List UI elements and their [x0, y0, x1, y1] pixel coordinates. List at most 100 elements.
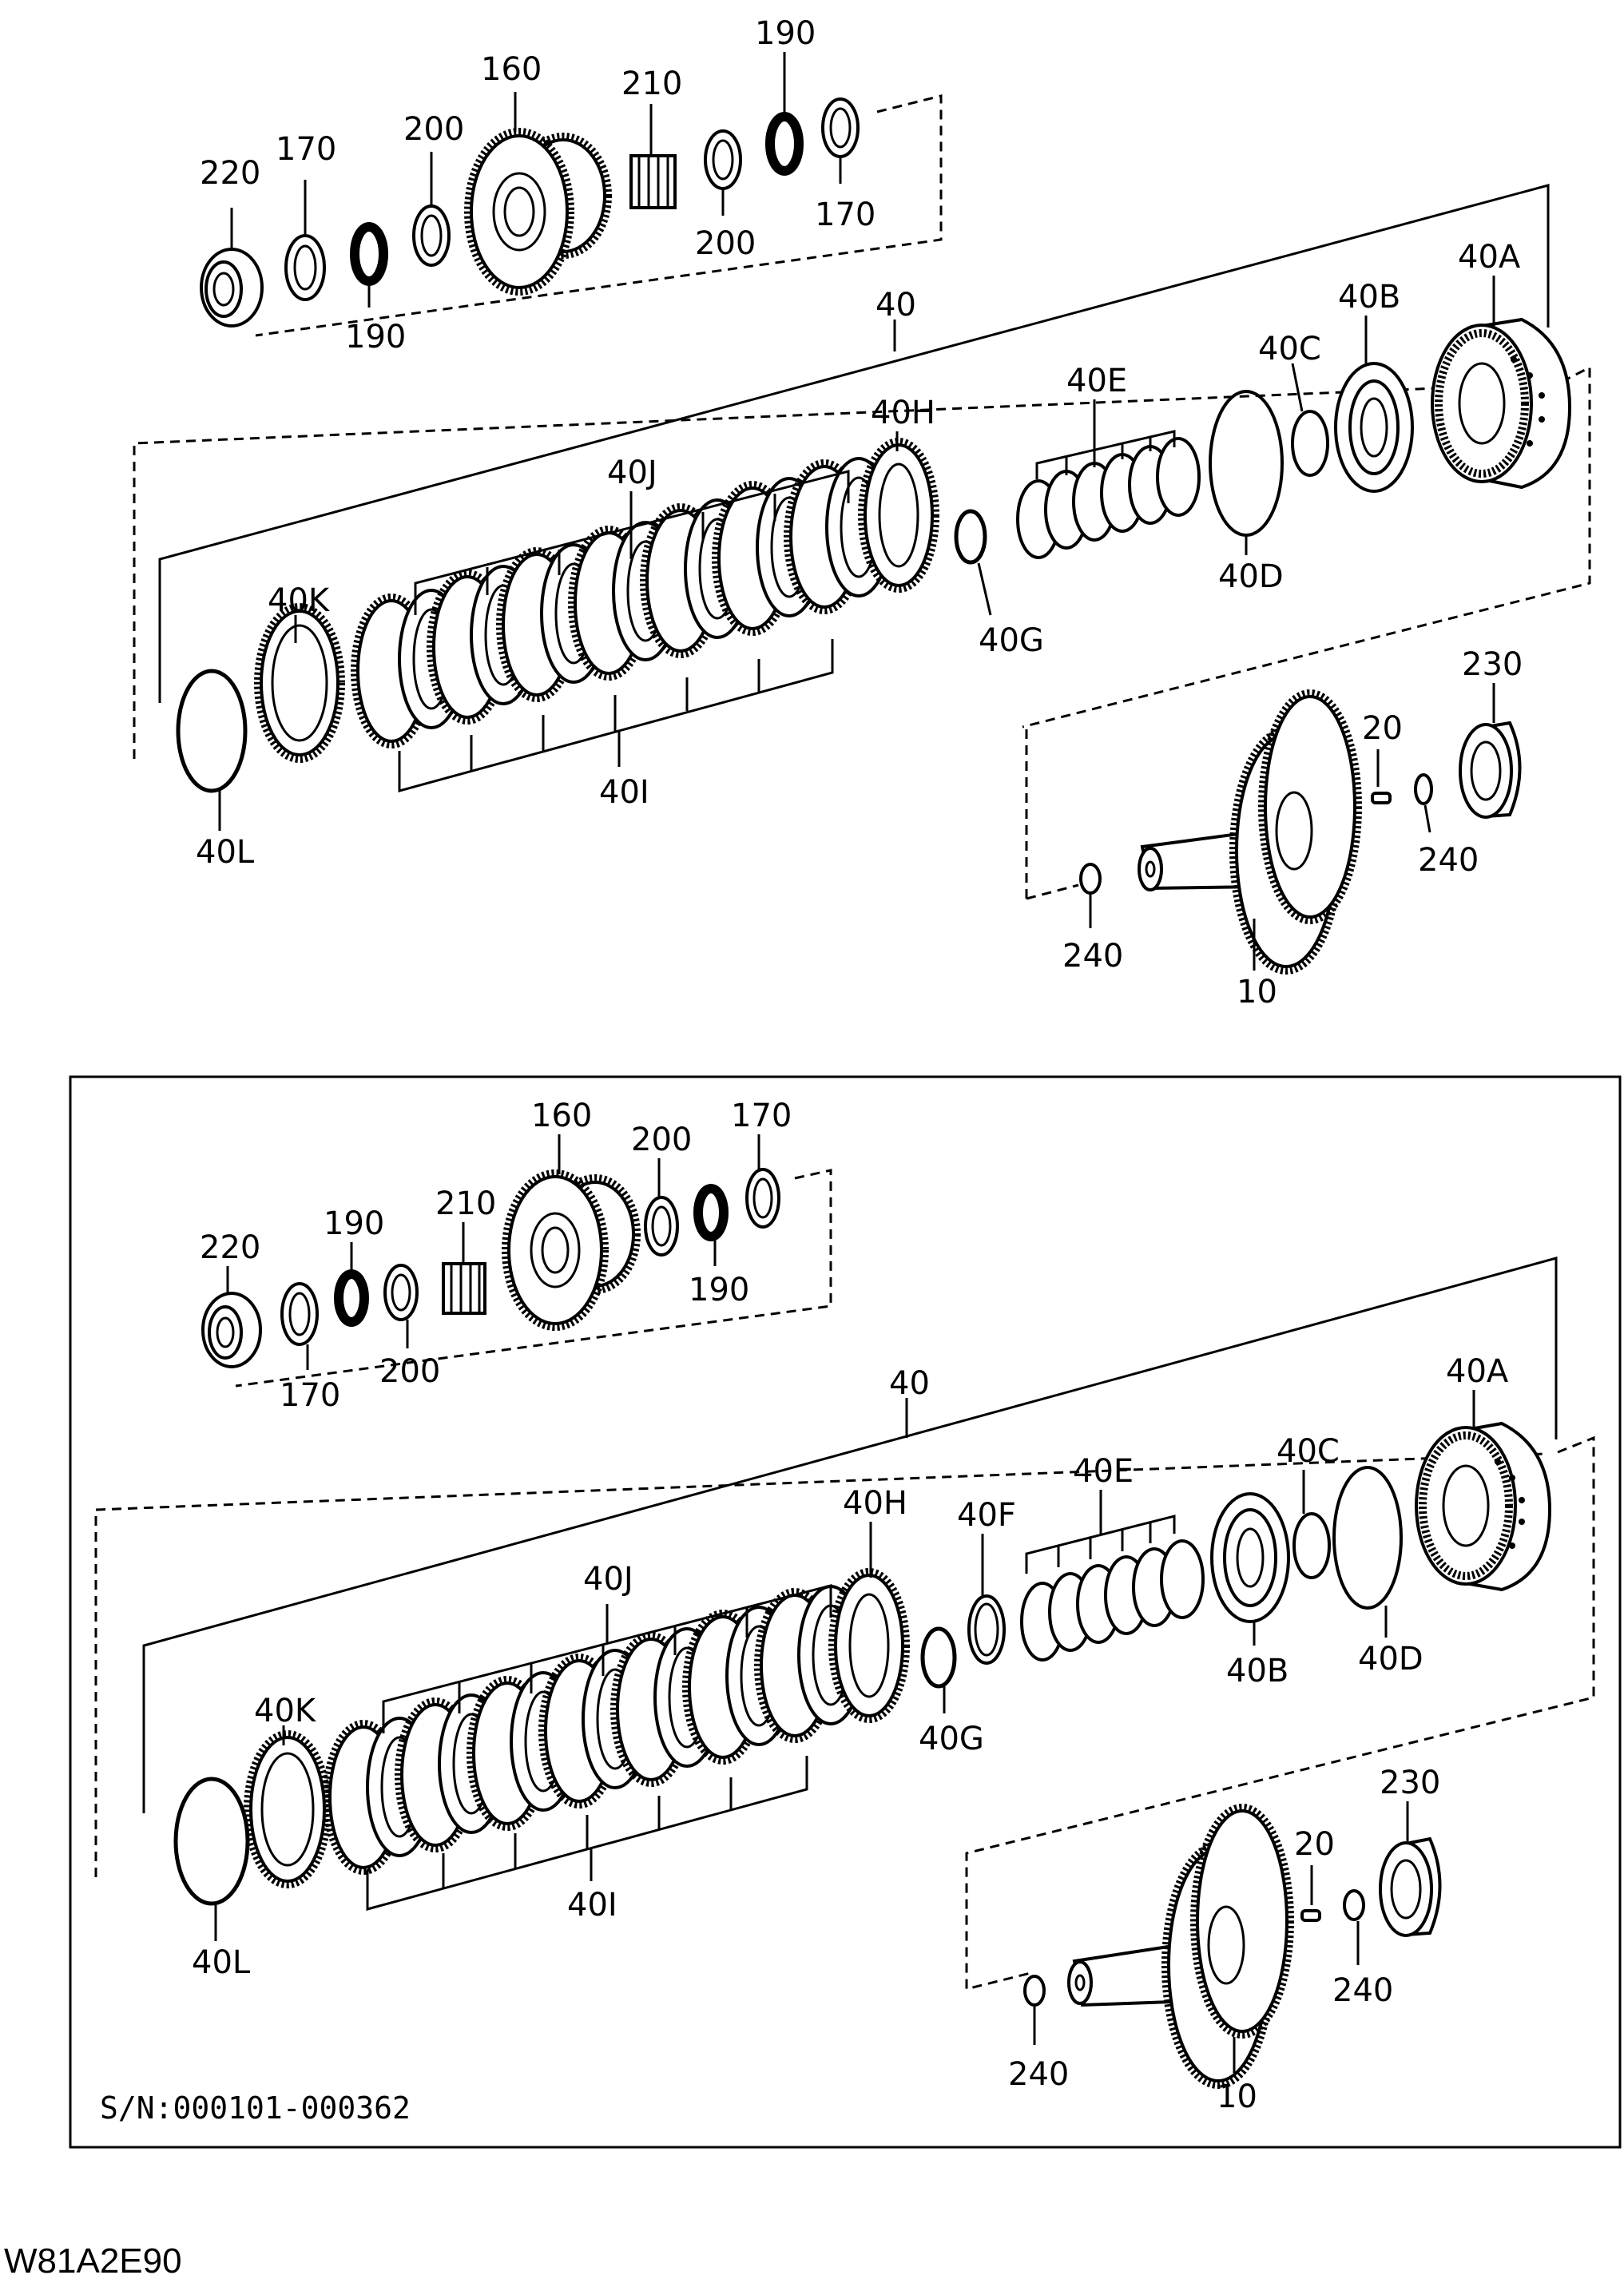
upper-part-170b-washer	[821, 97, 860, 158]
lower-label-160: 160	[531, 1098, 592, 1134]
upper-part-40H-friction-disc	[858, 438, 939, 593]
lower-part-190b-snap-ring	[693, 1184, 729, 1241]
upper-label-170a: 170	[276, 131, 336, 168]
upper-part-40L-snap-ring	[176, 669, 248, 793]
upper-label-220: 220	[200, 155, 260, 192]
lower-part-40G-snap-ring	[920, 1626, 957, 1689]
upper-label-40D: 40D	[1218, 558, 1284, 595]
lower-part-40H-friction-disc	[828, 1568, 910, 1723]
lower-part-170a-washer	[280, 1282, 319, 1346]
lower-label-200a: 200	[379, 1353, 440, 1390]
lower-part-190a-snap-ring	[334, 1269, 369, 1327]
upper-label-210: 210	[621, 66, 682, 102]
lower-view-inset: 220 170 190 200 210	[69, 1075, 1622, 2149]
upper-part-160-gear	[464, 128, 612, 296]
lower-part-40E-spring-set	[1020, 1539, 1205, 1662]
upper-part-240b-snap-ring	[1414, 773, 1433, 805]
lower-part-230-bearing	[1379, 1836, 1442, 1937]
upper-part-210-needle-bearing	[629, 154, 677, 209]
upper-view: 220 170 190 200 160 210 200 190 170 40 4…	[133, 15, 1591, 1010]
upper-label-190a: 190	[345, 319, 406, 355]
upper-part-10-shaft-gear	[1138, 689, 1362, 975]
upper-part-40D-seal-ring	[1209, 390, 1284, 537]
lower-part-40IJ-clutch-disc-stack	[323, 1585, 864, 1875]
lower-label-40G: 40G	[919, 1721, 984, 1757]
upper-part-230-bearing	[1459, 721, 1522, 819]
lower-label-200b: 200	[631, 1122, 692, 1158]
upper-label-190b: 190	[755, 15, 816, 52]
lower-part-40C-o-ring	[1292, 1512, 1331, 1579]
upper-label-40E: 40E	[1066, 363, 1127, 399]
lower-part-220-bearing	[201, 1292, 262, 1368]
upper-label-40: 40	[876, 287, 916, 324]
lower-label-40J: 40J	[583, 1561, 633, 1598]
upper-label-200b: 200	[695, 225, 756, 262]
lower-part-210-needle-bearing	[442, 1262, 486, 1315]
lower-label-240a: 240	[1008, 2056, 1069, 2093]
lower-part-40A-clutch-drum	[1415, 1421, 1552, 1592]
lower-label-40D: 40D	[1358, 1641, 1423, 1677]
upper-part-240a-snap-ring	[1079, 863, 1102, 895]
lower-label-190a: 190	[324, 1205, 384, 1242]
lower-label-40A: 40A	[1446, 1353, 1509, 1390]
lower-label-170b: 170	[731, 1098, 792, 1134]
upper-part-190b-snap-ring	[765, 112, 804, 176]
upper-label-40K: 40K	[268, 582, 331, 619]
upper-part-40K-pressure-plate	[254, 603, 345, 763]
upper-40-group-outline	[133, 365, 1591, 759]
lower-part-40F-snap-ring	[967, 1594, 1006, 1665]
lower-label-40K: 40K	[254, 1693, 317, 1729]
lower-label-190b: 190	[689, 1272, 749, 1308]
upper-part-20-pin	[1371, 792, 1392, 804]
upper-part-170-washer	[284, 234, 326, 301]
lower-part-160-gear	[502, 1169, 641, 1331]
lower-label-170a: 170	[280, 1377, 340, 1414]
lower-part-200a-washer	[383, 1264, 419, 1321]
lower-label-230: 230	[1380, 1765, 1440, 1801]
upper-label-170b: 170	[815, 197, 876, 233]
upper-top-group-bracket	[255, 94, 943, 337]
lower-part-240b-snap-ring	[1343, 1889, 1365, 1921]
lower-label-40E: 40E	[1073, 1453, 1134, 1490]
lower-label-40: 40	[889, 1365, 930, 1402]
upper-shaft-group-outline	[1025, 729, 1079, 900]
upper-label-40A: 40A	[1458, 239, 1521, 276]
diagram-code: W81A2E90	[4, 2241, 182, 2279]
upper-label-20: 20	[1362, 710, 1403, 747]
inset-frame	[69, 1075, 1622, 2149]
upper-label-40G: 40G	[979, 622, 1044, 659]
lower-part-40L-snap-ring	[173, 1777, 250, 1906]
upper-part-40B-piston	[1334, 362, 1414, 493]
upper-part-200-washer	[412, 204, 451, 267]
upper-part-40G-snap-ring	[954, 509, 987, 565]
upper-label-40H: 40H	[871, 395, 935, 431]
upper-part-40E-spring-set	[1016, 437, 1201, 559]
upper-part-40C-o-ring	[1291, 410, 1329, 477]
upper-label-40B: 40B	[1338, 279, 1400, 316]
upper-label-10: 10	[1237, 974, 1277, 1010]
lower-label-40C: 40C	[1277, 1433, 1340, 1470]
lower-label-210: 210	[435, 1185, 496, 1222]
upper-part-200b-washer	[704, 129, 742, 190]
lower-part-40K-pressure-plate	[244, 1730, 332, 1888]
lower-part-200b-washer	[644, 1196, 679, 1257]
upper-label-240a: 240	[1062, 938, 1123, 975]
upper-part-40A-clutch-drum	[1431, 317, 1572, 490]
upper-label-40C: 40C	[1258, 331, 1321, 367]
lower-label-20: 20	[1294, 1826, 1335, 1863]
upper-label-230: 230	[1462, 646, 1523, 683]
upper-part-190-snap-ring	[350, 222, 388, 286]
lower-label-40H: 40H	[843, 1485, 907, 1522]
lower-part-20-pin	[1300, 1909, 1321, 1922]
upper-label-40J: 40J	[607, 455, 657, 491]
lower-part-170b-washer	[745, 1168, 780, 1229]
upper-part-40IJ-clutch-disc-stack	[351, 457, 892, 748]
lower-part-40D-seal-ring	[1332, 1466, 1403, 1610]
lower-label-40B: 40B	[1226, 1653, 1288, 1689]
upper-label-200a: 200	[403, 111, 464, 148]
upper-40-assembly-bracket	[158, 184, 1550, 703]
upper-label-40I: 40I	[599, 774, 649, 811]
lower-label-10: 10	[1217, 2078, 1257, 2115]
lower-label-220: 220	[200, 1229, 260, 1266]
